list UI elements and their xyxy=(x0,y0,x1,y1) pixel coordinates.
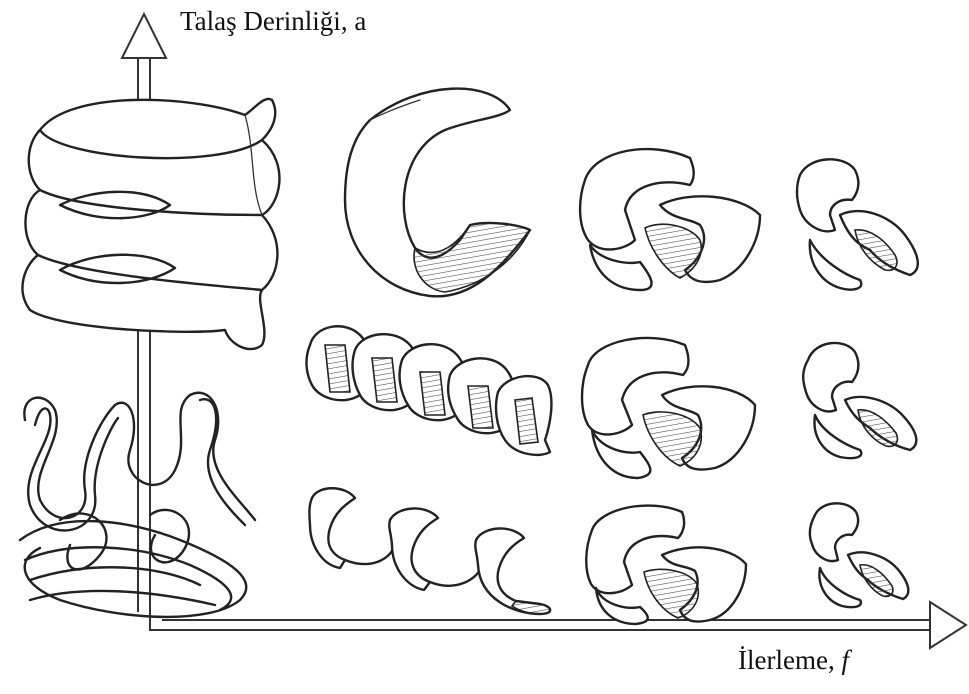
y-axis-label: Talaş Derinliği, a xyxy=(180,6,366,37)
large-c-chip xyxy=(345,89,530,297)
helical-coil-chip xyxy=(306,326,551,455)
medium-arc-chip-row2 xyxy=(582,338,755,478)
x-axis-label-text: İlerleme, xyxy=(738,645,841,675)
medium-arc-chip-row1 xyxy=(580,149,760,290)
x-axis-arrowhead xyxy=(930,602,966,648)
small-arc-chip-row3 xyxy=(810,503,908,607)
open-spiral-chip xyxy=(309,488,550,614)
small-arc-chip-row2 xyxy=(803,343,916,458)
x-axis-label-symbol: f xyxy=(841,645,849,675)
large-ribbon-chip xyxy=(22,99,279,349)
x-axis-label: İlerleme, f xyxy=(738,645,849,676)
medium-arc-chip-row3 xyxy=(586,506,746,624)
small-arc-chip-row1 xyxy=(797,159,918,289)
y-axis-arrowhead xyxy=(122,14,166,58)
